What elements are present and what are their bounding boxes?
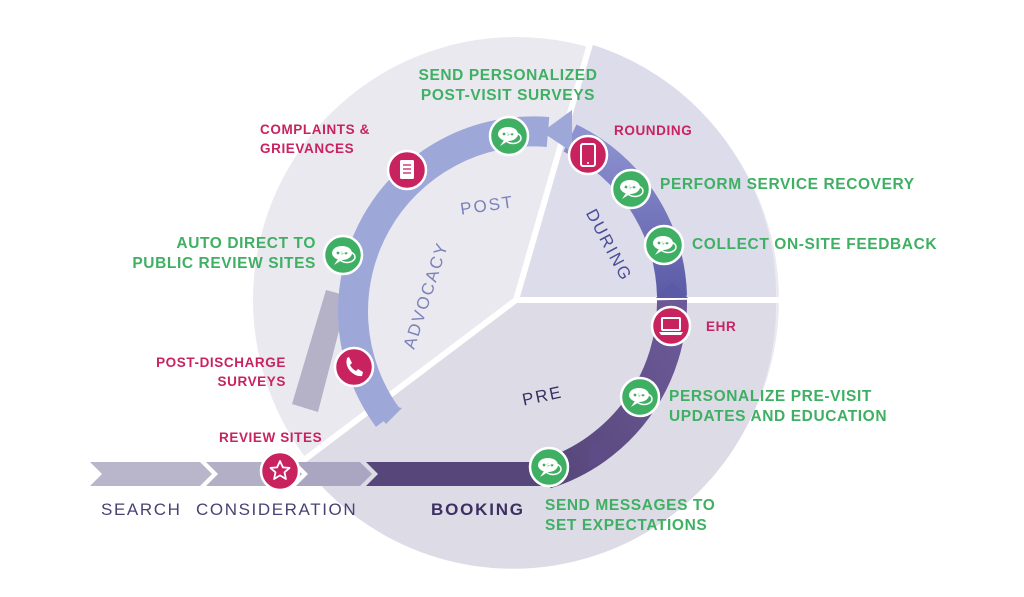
arrow-head-advocacy	[366, 400, 402, 424]
journey-label-booking: BOOKING	[431, 500, 525, 519]
arrow-head-during	[656, 282, 688, 298]
chat-bubble-icon	[610, 168, 652, 210]
background-pie	[253, 37, 790, 569]
label-auto-direct: AUTO DIRECT TO PUBLIC REVIEW SITES	[132, 235, 316, 272]
label-complaints: COMPLAINTS & GRIEVANCES	[260, 122, 370, 156]
star-icon	[259, 450, 301, 492]
tablet-icon	[567, 134, 609, 176]
label-ehr: EHR	[706, 319, 737, 334]
chat-bubble-icon	[322, 234, 364, 276]
label-pre-visit: PERSONALIZE PRE-VISIT UPDATES AND EDUCAT…	[669, 388, 888, 425]
label-onsite-feedback: COLLECT ON-SITE FEEDBACK	[692, 236, 938, 253]
label-review-sites: REVIEW SITES	[219, 430, 323, 445]
label-send-messages: SEND MESSAGES TO SET EXPECTATIONS	[545, 497, 716, 534]
phone-icon	[333, 346, 375, 388]
advocacy-branch	[292, 290, 348, 412]
arrow-head-pre	[588, 438, 612, 468]
label-send-surveys: SEND PERSONALIZED POST-VISIT SURVEYS	[418, 67, 598, 104]
chat-bubble-icon	[488, 115, 530, 157]
journey-arrows	[90, 462, 556, 486]
journey-label-consideration: CONSIDERATION	[196, 500, 358, 519]
chat-bubble-icon	[643, 224, 685, 266]
label-post-discharge: POST-DISCHARGE SURVEYS	[156, 355, 286, 389]
label-service-recovery: PERFORM SERVICE RECOVERY	[660, 176, 915, 193]
journey-label-search: SEARCH	[101, 500, 182, 519]
arrow-head-post	[542, 110, 572, 152]
laptop-icon	[650, 305, 692, 347]
chat-bubble-icon	[619, 376, 661, 418]
chat-bubble-icon	[528, 446, 570, 488]
label-rounding: ROUNDING	[614, 123, 693, 138]
document-icon	[386, 149, 428, 191]
